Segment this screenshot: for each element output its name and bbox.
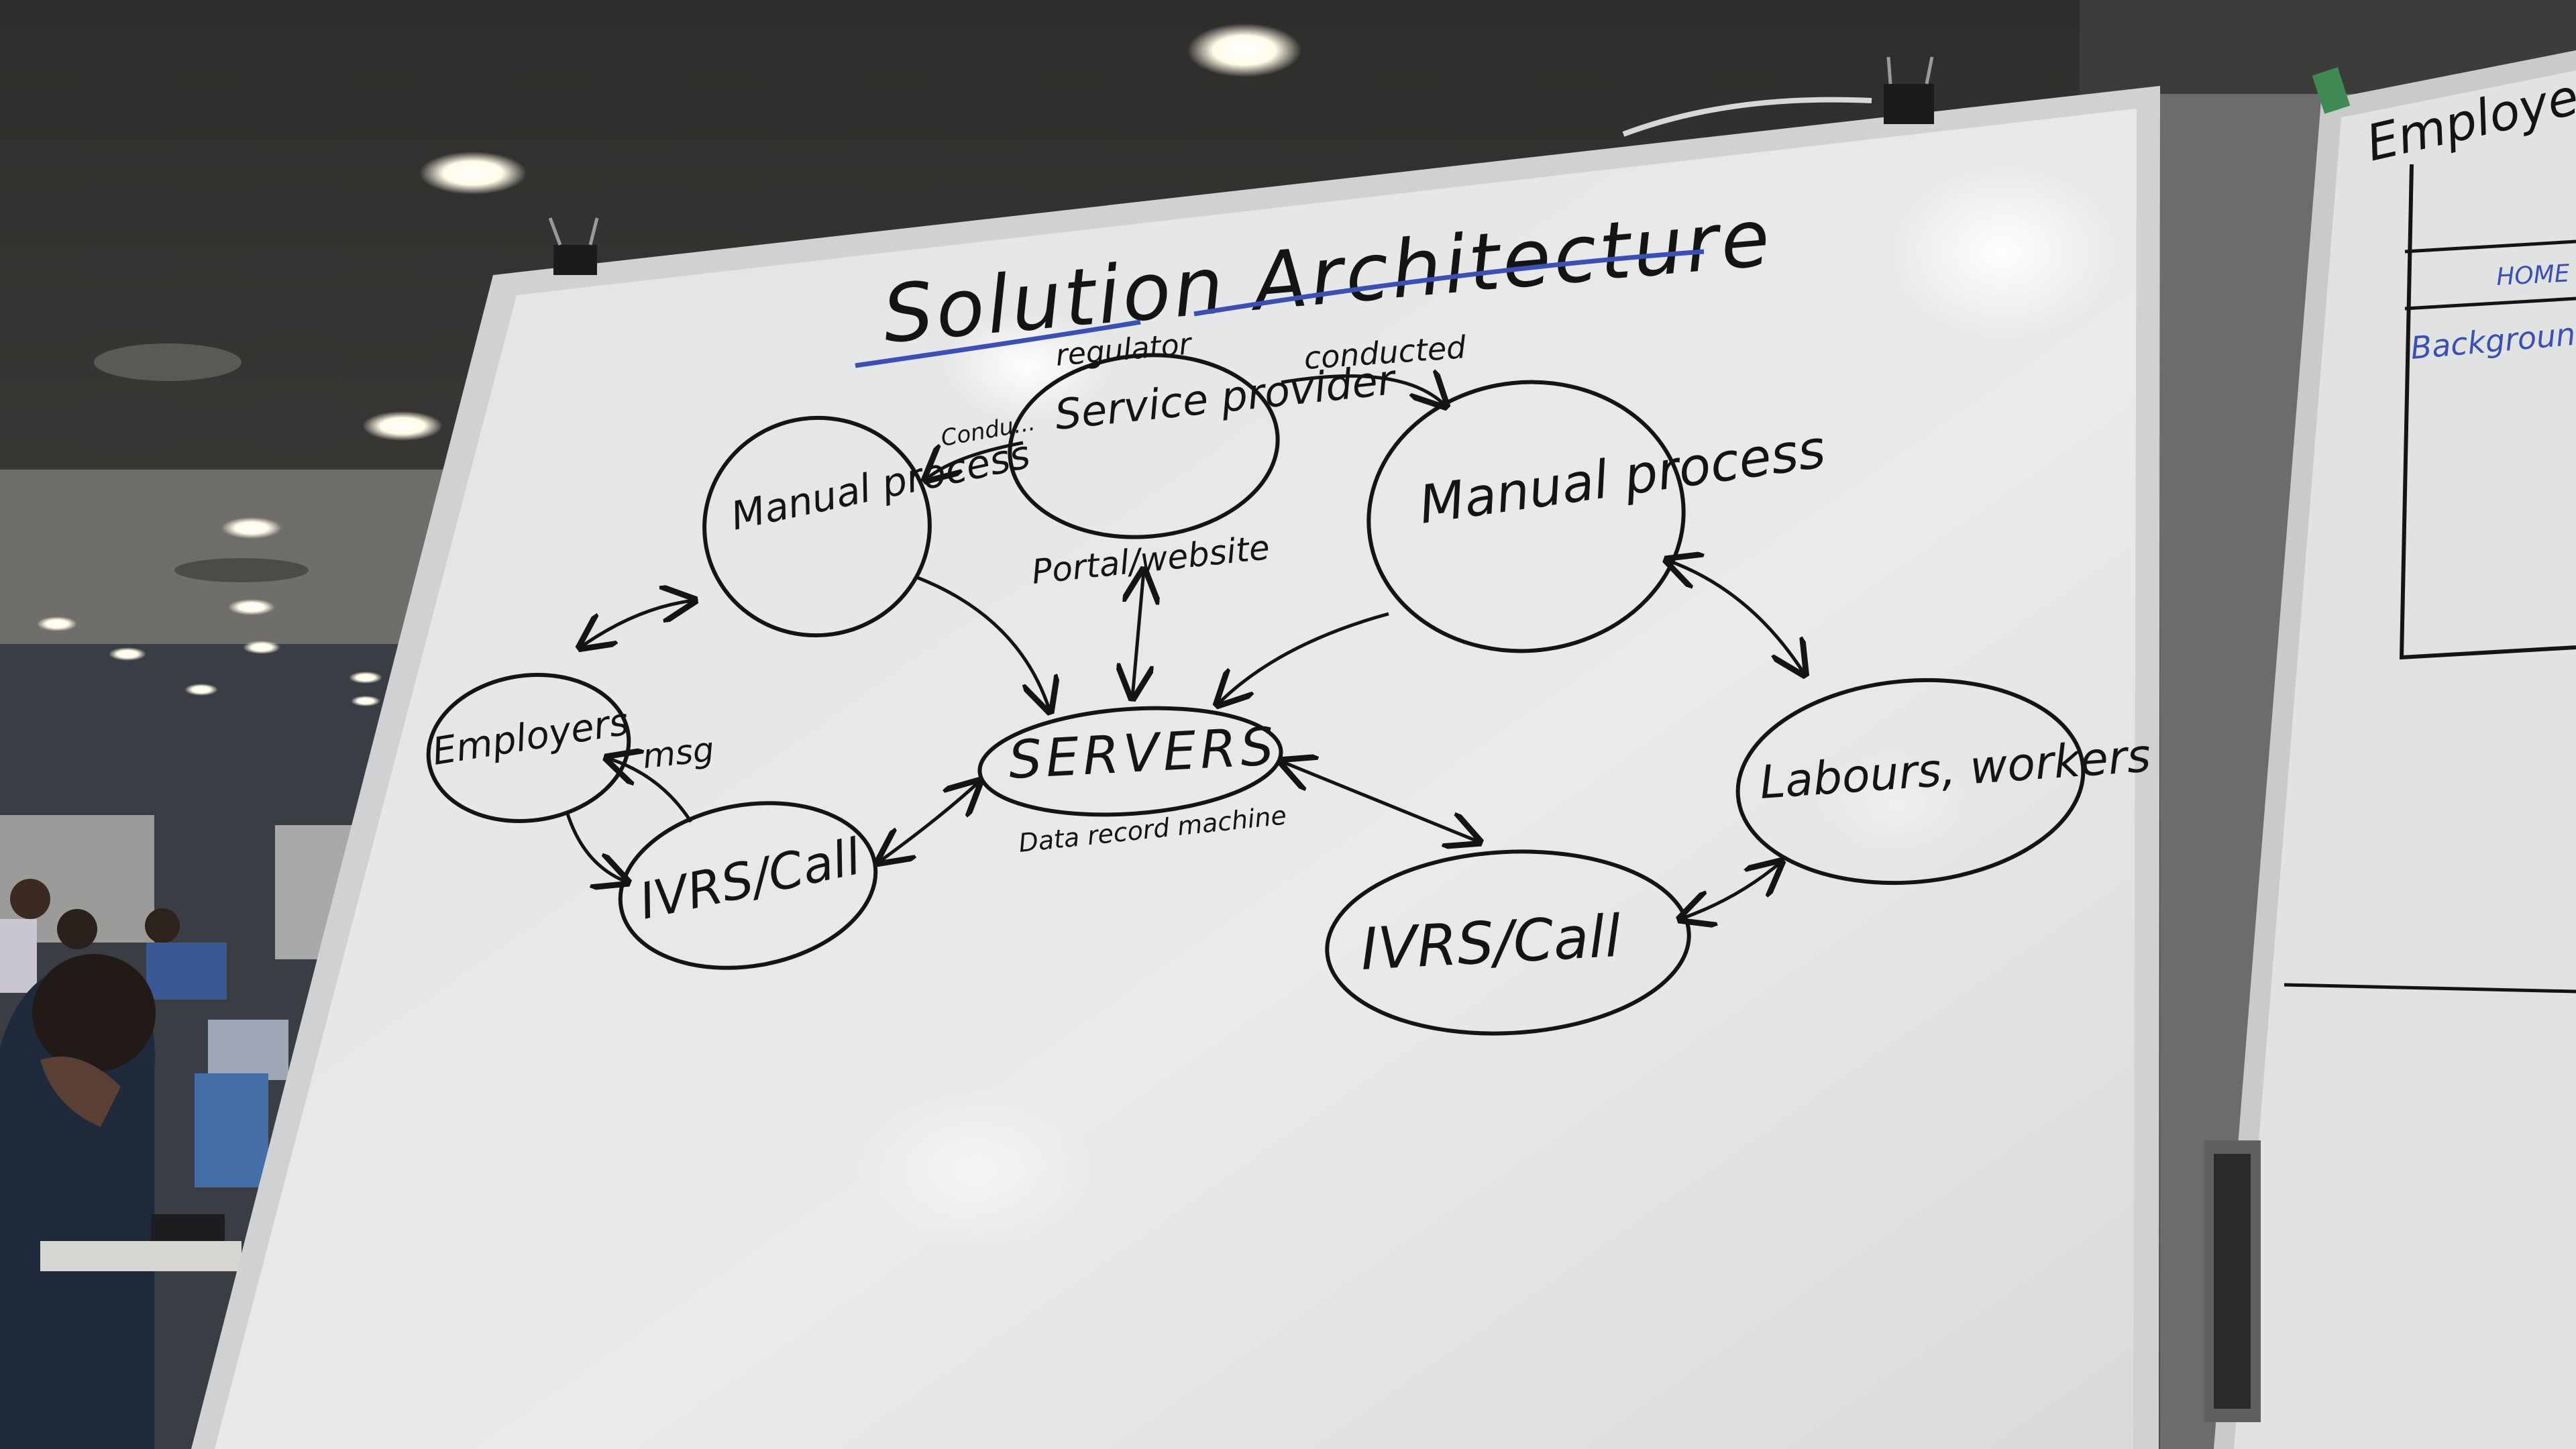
side-board-home-label: HOME [2496, 260, 2570, 291]
side-whiteboard [2234, 70, 2576, 1449]
arrow-provider-to-manual-right [1281, 376, 1446, 406]
servers-node [977, 706, 1283, 817]
title-underline [1193, 249, 1705, 317]
arrow-employers-manual-left [580, 600, 694, 647]
manual-process-right-node [1366, 380, 1686, 653]
ivrs-right-label: IVRS/Call [1359, 903, 1623, 983]
arrow-servers-ivrs-right [1281, 761, 1479, 842]
arrow-ivrs-right-labours [1680, 862, 1781, 919]
arrow-manual-right-to-servers [1218, 612, 1389, 704]
ceiling-light [109, 647, 146, 661]
people-background [0, 879, 288, 1449]
ceiling-light [243, 641, 280, 654]
main-whiteboard [215, 109, 2137, 1449]
person-head [57, 909, 97, 949]
ceiling-light [349, 672, 382, 684]
light-glare [943, 312, 1110, 419]
light-glare [1818, 751, 1979, 859]
service-provider-node [1008, 353, 1280, 539]
monitor [208, 1020, 288, 1080]
ceiling-light [419, 152, 527, 195]
edge-label-msg: msg [641, 730, 716, 776]
person-head [10, 879, 50, 919]
light-glare [1888, 164, 2116, 339]
ceiling-light [362, 411, 443, 441]
arrow-manual-right-labours [1667, 560, 1805, 674]
side-board-nav-lines [2404, 239, 2576, 311]
green-clip [2312, 67, 2351, 114]
diagram-arrows [565, 376, 1805, 919]
light-glare [855, 1090, 1097, 1251]
ivrs-right-node [1325, 849, 1691, 1036]
arrow-ivrs-left-servers [879, 782, 979, 862]
ceiling-light [1187, 23, 1301, 77]
arrow-ivrs-left-to-employers [607, 758, 693, 823]
person-head [145, 908, 180, 943]
desk [40, 1241, 241, 1271]
ceiling-light [221, 517, 282, 539]
ceiling-light [351, 696, 380, 706]
person-foreground-head [32, 954, 156, 1072]
labours-node [1735, 678, 2086, 885]
arrow-manual-left-to-servers [915, 575, 1050, 711]
keyboard [151, 1214, 225, 1241]
binder-clip [548, 217, 599, 275]
ceiling-lights [37, 23, 1301, 706]
ceiling-vent [174, 558, 309, 582]
chair-blue [195, 1073, 268, 1187]
title-underline [855, 319, 1141, 368]
arrow-provider-servers [1132, 570, 1144, 698]
ceiling-light [228, 599, 275, 615]
side-board-wireframe [2399, 164, 2576, 660]
servers-label: SERVERS [1007, 716, 1279, 791]
arrow-employers-to-ivrs-left [565, 811, 627, 882]
ceiling-light [37, 616, 77, 631]
binder-clip [1884, 56, 1934, 124]
person-body [0, 919, 37, 993]
side-board-line [2284, 983, 2576, 994]
board-stand-clamp [2214, 1154, 2251, 1409]
cable [1622, 97, 1872, 137]
ceiling-light [184, 684, 218, 696]
ceiling-vent [94, 343, 241, 381]
arrow-provider-to-manual-left [926, 441, 1024, 480]
employers-node [426, 673, 631, 823]
manual-process-left-node [702, 415, 932, 638]
person-foreground-face [40, 1057, 121, 1127]
laptop-blue [146, 943, 227, 1000]
